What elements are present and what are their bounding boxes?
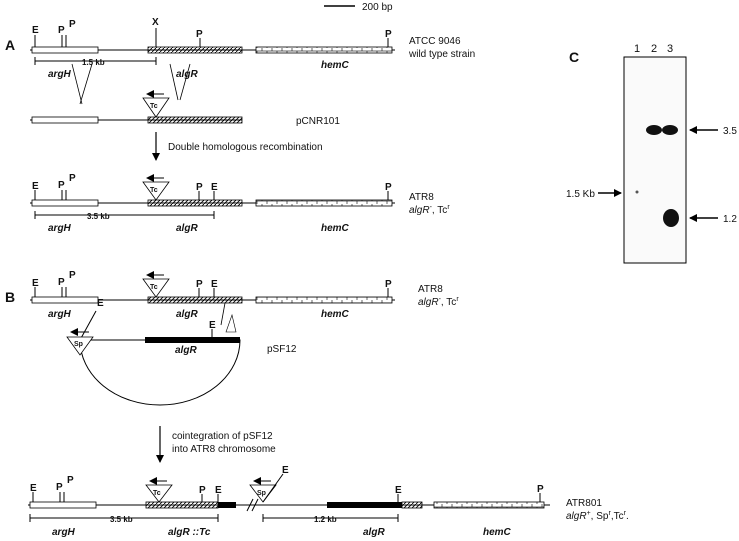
gene-algr-label: algR (363, 527, 385, 538)
distance-label: 1.2 kb (314, 515, 337, 524)
site-p: P (69, 270, 76, 281)
plasmid-psf12-label: pSF12 (267, 344, 297, 355)
strain-name: ATR801 (566, 498, 602, 509)
crossover-marks (71, 63, 191, 105)
sp-cassette-label: Sp (257, 490, 266, 497)
recombination-label: Double homologous recombination (168, 142, 323, 153)
site-p: P (69, 19, 76, 30)
site-p: P (67, 475, 74, 486)
gene-hemc-label: hemC (321, 309, 350, 320)
tc-cassette-label: Tc (150, 103, 158, 110)
cointegration-label-1: cointegration of pSF12 (172, 431, 273, 442)
site-e: E (32, 278, 39, 289)
lane-label: 3 (667, 43, 673, 55)
gene-hemc-label: hemC (483, 527, 512, 538)
tc-cassette-label: Tc (153, 490, 161, 497)
map-atr801: Tc Sp E E P P P E E P 3.5 kb 1.2 kb argH… (28, 465, 629, 538)
site-x: X (152, 17, 159, 28)
gene-argh-label: argH (52, 527, 76, 538)
gene-argh-label: argH (48, 223, 72, 234)
lane-label: 2 (651, 43, 657, 55)
distance-label: 3.5 kb (87, 212, 110, 221)
panel-a-letter: A (5, 37, 15, 53)
scale-bar-label: 200 bp (362, 2, 393, 13)
strain-genotype: algR-, Tcr (409, 204, 450, 216)
site-p: P (196, 279, 203, 290)
site-p: P (385, 29, 392, 40)
recombination-step: Double homologous recombination (152, 132, 323, 161)
site-p: P (385, 182, 392, 193)
gene-argh-label: argH (48, 309, 72, 320)
site-p: P (69, 173, 76, 184)
site-e: E (32, 181, 39, 192)
sp-cassette-label: Sp (74, 341, 83, 348)
map-atr8: Tc E P P P E P 3.5 kb argH algR hemC ATR… (30, 173, 450, 234)
site-e: E (215, 485, 222, 496)
site-e: E (209, 320, 216, 331)
strain-name: ATCC 9046 (409, 36, 461, 47)
site-p: P (199, 485, 206, 496)
plasmid-algr-label: algR (175, 345, 197, 356)
distance-label: 3.5 kb (110, 515, 133, 524)
plasmid-psf12: E E Sp algR pSF12 (66, 298, 297, 406)
blot-band (646, 125, 662, 135)
size-15-label: 1.5 Kb (566, 189, 595, 200)
panel-b-letter: B (5, 289, 15, 305)
size-35-label: 3.5 Kb (723, 126, 739, 137)
blot-band (663, 209, 679, 227)
gene-algr-tc-label: algR ::Tc (168, 527, 211, 538)
size-12-label: 1.2 Kb (723, 214, 739, 225)
gene-algr-label: algR (176, 309, 198, 320)
strain-name: ATR8 (409, 192, 434, 203)
gene-algr-label: algR (176, 223, 198, 234)
plasmid-pcnr101-label: pCNR101 (296, 116, 340, 127)
tc-cassette-label: Tc (150, 284, 158, 291)
gene-argh-label: argH (48, 69, 72, 80)
blot-band (662, 125, 678, 135)
site-p: P (58, 277, 65, 288)
panel-c-letter: C (569, 49, 579, 65)
map-atr8-b: Tc E P P P E P argH algR hemC ATR8 algR-… (30, 270, 459, 333)
site-p: P (537, 484, 544, 495)
scale-bar: 200 bp (324, 2, 393, 13)
site-e: E (395, 485, 402, 496)
gene-hemc-label: hemC (321, 223, 350, 234)
blot-faint-spot (635, 190, 639, 194)
cointegration-step: cointegration of pSF12 into ATR8 chromos… (156, 426, 276, 463)
gene-hemc-label: hemC (321, 60, 350, 71)
distance-label: 1.5 kb (82, 58, 105, 67)
site-p: P (196, 29, 203, 40)
site-p: P (56, 482, 63, 493)
site-e: E (211, 182, 218, 193)
site-e: E (211, 279, 218, 290)
strain-genotype: algR-, Tcr (418, 296, 459, 308)
tc-cassette-label: Tc (150, 187, 158, 194)
site-p: P (385, 279, 392, 290)
map-wild-type: E P P X P P 1.5 kb argH algR hemC ATCC 9… (30, 17, 475, 80)
southern-blot: 1 2 3 3.5 Kb 1.5 Kb 1.2 Kb (566, 43, 739, 264)
site-e: E (30, 483, 37, 494)
site-p: P (58, 180, 65, 191)
site-e: E (97, 298, 104, 309)
site-e: E (282, 465, 289, 476)
cointegration-label-2: into ATR8 chromosome (172, 444, 276, 455)
site-e: E (32, 25, 39, 36)
site-p: P (58, 25, 65, 36)
map-pcnr101: Tc pCNR101 (30, 90, 340, 127)
strain-desc: wild type strain (408, 49, 475, 60)
site-p: P (196, 182, 203, 193)
lane-label: 1 (634, 43, 640, 55)
strain-name: ATR8 (418, 284, 443, 295)
strain-genotype: algR+, Spr,Tcr. (566, 510, 629, 522)
